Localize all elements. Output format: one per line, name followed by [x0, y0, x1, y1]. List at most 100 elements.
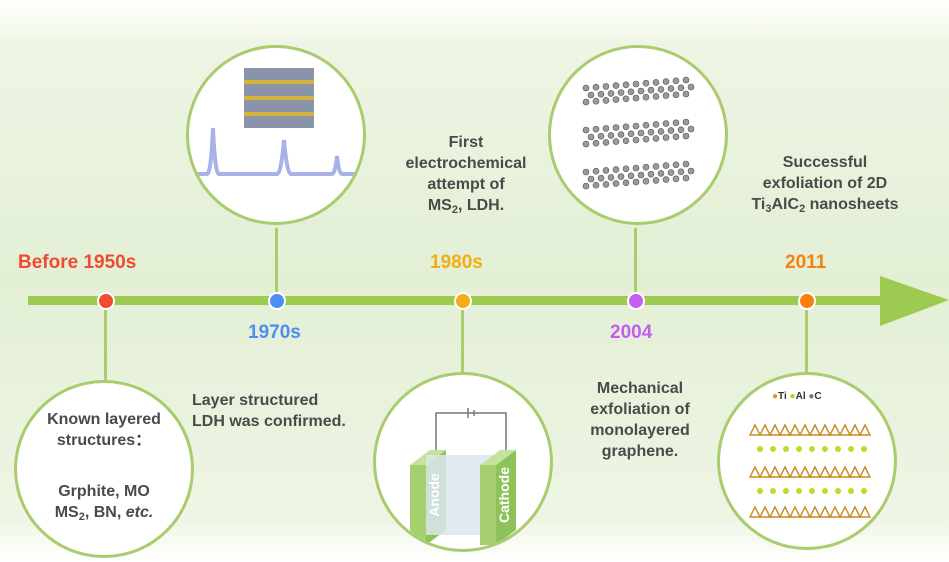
graphene-atom — [637, 129, 645, 137]
graphene-atom — [582, 126, 590, 134]
cathode-label: Cathode — [496, 467, 512, 523]
graphene-atom — [602, 125, 610, 132]
graphene-atom — [597, 132, 605, 140]
al-atom — [770, 446, 776, 452]
max-phase-illustration — [748, 423, 872, 518]
ti-lattice-triangle — [828, 505, 842, 518]
success-line-1: Successful — [782, 154, 868, 171]
stem-1970s — [275, 228, 278, 296]
graphene-atom — [672, 161, 680, 169]
graphene-atom — [632, 94, 640, 102]
ti-lattice-triangle — [808, 465, 822, 478]
ti-lattice-triangle — [778, 465, 792, 478]
known-layered-label: Known layered structures： — [47, 411, 161, 449]
graphene-atom — [587, 133, 595, 141]
stem-before-1950s — [104, 305, 107, 385]
graphene-atom — [652, 93, 660, 100]
circle-ti3alc2: ●Ti ●Al ●C — [717, 372, 897, 550]
ti-lattice-triangle — [798, 505, 812, 518]
graphene-atom — [617, 89, 625, 96]
successful-exfoliation-text: Successful exfoliation of 2D Ti3AlC2 nan… — [735, 152, 915, 220]
ti-lattice-triangle — [788, 505, 802, 518]
graphene-atom — [682, 76, 690, 84]
ti-lattice-triangle — [828, 465, 842, 478]
first-attempt-text: First electrochemical attempt of MS2, LD… — [376, 132, 556, 221]
graphene-atom — [682, 90, 690, 98]
ldh-line-2: LDH was confirmed. — [192, 413, 346, 430]
graphene-atom — [632, 136, 640, 144]
graphene-atom — [662, 120, 670, 127]
anode-label: Anode — [426, 473, 442, 517]
ti-lattice-triangle — [858, 505, 872, 518]
graphene-atom — [642, 79, 650, 87]
graphene-atom — [622, 165, 630, 173]
graphene-atom — [612, 124, 620, 131]
ti-lattice-triangle — [748, 505, 762, 518]
graphene-atom — [592, 83, 600, 91]
dot-2004 — [627, 292, 645, 310]
graphene-atom — [627, 130, 635, 138]
grphite-label: Grphite, MO — [58, 483, 150, 500]
cell-illustration — [410, 408, 516, 545]
graphene-atom — [672, 77, 680, 85]
graphene-atom — [652, 135, 660, 142]
mech-line-2: exfoliation of — [590, 401, 690, 418]
graphene-atom — [662, 78, 670, 85]
year-2004: 2004 — [610, 322, 653, 343]
graphene-atom — [647, 128, 655, 136]
graphene-atom — [642, 135, 650, 143]
ti-lattice-triangle — [818, 423, 832, 436]
al-atom — [796, 446, 802, 452]
xrd-pattern — [194, 127, 363, 176]
graphene-atom — [657, 128, 665, 135]
graphene-atom — [642, 93, 650, 101]
graphene-atom — [652, 177, 660, 184]
al-atom — [835, 446, 841, 452]
ti-lattice-triangle — [848, 423, 862, 436]
stem-1980s — [461, 305, 464, 377]
ti-lattice-triangle — [798, 465, 812, 478]
xrd-illustration — [194, 68, 363, 176]
graphene-atom — [612, 180, 620, 187]
al-atom — [861, 488, 867, 494]
first-line-4-sub: 2 — [451, 204, 458, 216]
al-atom — [822, 488, 828, 494]
graphene-atom — [627, 172, 635, 180]
graphene-atom — [682, 160, 690, 168]
al-atom — [757, 446, 763, 452]
graphene-atom — [617, 131, 625, 138]
graphene-atom — [672, 133, 680, 141]
graphene-atom — [617, 173, 625, 180]
graphene-atom — [602, 181, 610, 188]
graphene-atom — [582, 140, 590, 148]
mech-line-4: graphene. — [601, 443, 679, 460]
graphene-atom — [622, 123, 630, 131]
graphene-atom — [587, 175, 595, 183]
graphene-atom — [637, 87, 645, 95]
graphene-atom — [587, 91, 595, 99]
graphene-atom — [637, 171, 645, 179]
ldh-layer-stack — [244, 68, 314, 128]
graphene-atom — [642, 121, 650, 129]
graphene-atom — [602, 167, 610, 174]
graphene-atom — [632, 80, 640, 88]
graphene-atom — [687, 167, 695, 175]
graphene-atom — [612, 82, 620, 89]
graphene-atom — [662, 134, 670, 141]
dot-2011 — [798, 292, 816, 310]
al-atom — [783, 446, 789, 452]
graphene-atom — [612, 138, 620, 145]
ti-lattice-triangle — [778, 423, 792, 436]
graphene-atom — [582, 84, 590, 92]
graphene-atom — [622, 137, 630, 145]
graphene-atom — [612, 166, 620, 173]
ti-lattice-triangle — [848, 505, 862, 518]
graphene-atom — [592, 125, 600, 133]
graphene-atom — [582, 168, 590, 176]
graphene-atom — [612, 96, 620, 103]
graphene-atom — [682, 174, 690, 182]
graphene-atom — [602, 83, 610, 90]
ti-lattice-triangle — [808, 505, 822, 518]
graphene-atom — [622, 95, 630, 103]
